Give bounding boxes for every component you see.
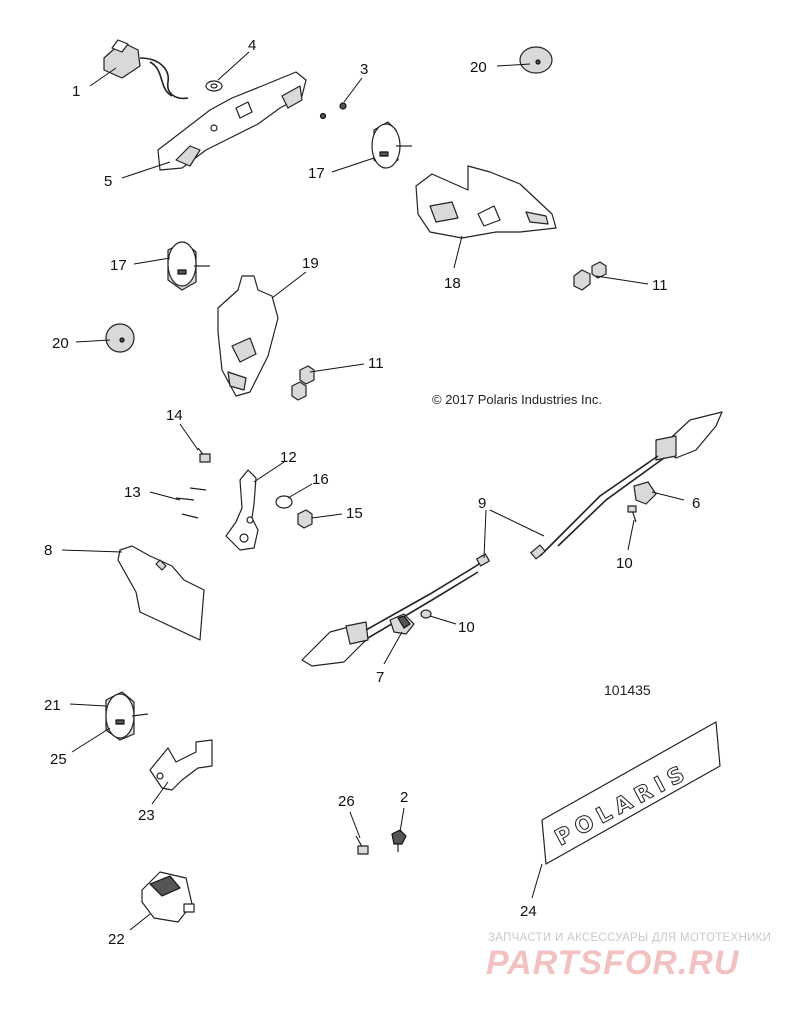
part-15-nut [297, 509, 313, 529]
callout-4: 4 [248, 37, 256, 54]
callout-5: 5 [104, 173, 112, 190]
part-12-bracket [225, 469, 259, 551]
part-13-screws [175, 487, 207, 519]
part-10-bolt-left [420, 609, 432, 619]
part-19-bracket [217, 275, 279, 397]
callout-11-mid: 11 [368, 355, 384, 372]
callout-1: 1 [72, 83, 80, 100]
part-23-bracket [149, 739, 213, 791]
callout-15: 15 [346, 505, 363, 522]
callout-10-right: 10 [616, 555, 633, 572]
part-5-bracket [157, 71, 307, 171]
part-20-reflector-left [105, 323, 135, 353]
part-10-bolt-right [627, 505, 637, 523]
part-17-puck-top [371, 121, 412, 169]
callout-18: 18 [444, 275, 461, 292]
callout-6: 6 [692, 495, 700, 512]
leader-lines [61, 51, 685, 931]
part-3-nut [319, 102, 347, 120]
part-16-washer [275, 495, 293, 509]
callout-13: 13 [124, 484, 141, 501]
part-6-connector [633, 481, 657, 505]
part-8-plate-bracket [117, 545, 205, 641]
part-7-connector [389, 613, 415, 635]
callout-12: 12 [280, 449, 297, 466]
callout-2: 2 [400, 789, 408, 806]
callout-23: 23 [138, 807, 155, 824]
callout-10-left: 10 [458, 619, 475, 636]
callout-20-left: 20 [52, 335, 69, 352]
part-18-bracket [415, 165, 557, 239]
callout-26: 26 [338, 793, 355, 810]
watermark-logo: PARTSFOR.RU [486, 944, 740, 982]
callout-8: 8 [44, 542, 52, 559]
callout-24: 24 [520, 903, 537, 920]
callout-25: 25 [50, 751, 67, 768]
callout-7: 7 [376, 669, 384, 686]
callout-14: 14 [166, 407, 183, 424]
callout-17-mid: 17 [110, 257, 127, 274]
callout-3: 3 [360, 61, 368, 78]
part-24-polaris-plate: POLARIS [541, 721, 721, 865]
callout-21: 21 [44, 697, 61, 714]
callout-11-right: 11 [652, 277, 668, 294]
part-17-puck-mid [167, 241, 210, 291]
callout-20-top: 20 [470, 59, 487, 76]
callout-labels: 1 4 3 5 20 17 18 11 17 19 20 11 14 12 13… [44, 37, 700, 948]
part-21-puck [105, 691, 149, 741]
copyright-notice: © 2017 Polaris Industries Inc. [432, 392, 602, 407]
part-20-reflector-top [519, 46, 553, 74]
callout-19: 19 [302, 255, 319, 272]
callout-16: 16 [312, 471, 329, 488]
part-2-bolt [391, 829, 407, 852]
callout-9: 9 [478, 495, 486, 512]
diagram-id: 101435 [604, 682, 651, 698]
callout-22: 22 [108, 931, 125, 948]
callout-17-top: 17 [308, 165, 325, 182]
part-11-nut-mid [291, 365, 315, 401]
part-11-nut-right [573, 261, 607, 291]
part-26-screw [355, 835, 369, 855]
watermark-subtitle: ЗАПЧАСТИ И АКСЕССУАРЫ ДЛЯ МОТОТЕХНИКИ [488, 932, 772, 944]
part-14-bolt [197, 447, 211, 463]
part-9-turn-signal-left [301, 553, 490, 667]
part-22-module [141, 871, 195, 923]
part-1-switch [103, 39, 189, 100]
part-9-turn-signal-right [530, 411, 723, 560]
part-4-washer [205, 80, 223, 92]
